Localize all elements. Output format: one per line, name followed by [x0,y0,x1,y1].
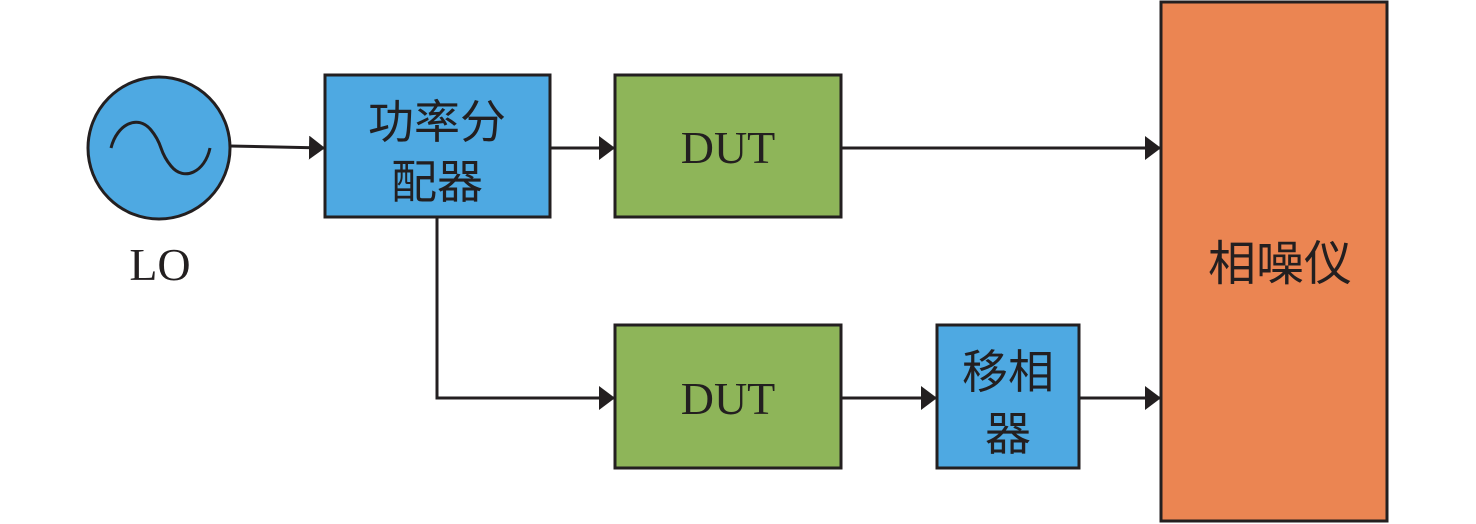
power-splitter-label-line1: 功率分 [368,95,506,149]
power-splitter-label-line2: 配器 [391,155,483,209]
power-splitter-box [323,73,552,219]
wire-lo-to-splitter [229,135,325,160]
connections [229,135,1161,410]
phase-noise-analyzer-block: 相噪仪 [1159,0,1389,523]
wire-splitter-to-dut-bottom [435,217,615,410]
dut-bottom-label: DUT [681,373,776,424]
dut-top-label: DUT [681,122,776,173]
phase-noise-analyzer-box [1159,0,1389,523]
dut-bottom-box [613,323,843,470]
power-splitter-block: 功率分 配器 [323,73,552,219]
phase-noise-analyzer-label: 相噪仪 [1208,236,1352,292]
phase-shifter-box [935,323,1081,470]
phase-shifter-label-line1: 移相 [962,345,1054,399]
oscillator-label: LO [129,239,190,290]
phase-shifter-block: 移相 器 [935,323,1081,470]
oscillator: LO [86,75,232,290]
phase-shifter-label-line2: 器 [985,407,1031,461]
dut-bottom-block: DUT [613,323,843,470]
dut-top-box [613,73,843,219]
sine-wave-icon [109,120,212,176]
oscillator-circle [86,75,232,221]
dut-top-block: DUT [613,73,843,219]
